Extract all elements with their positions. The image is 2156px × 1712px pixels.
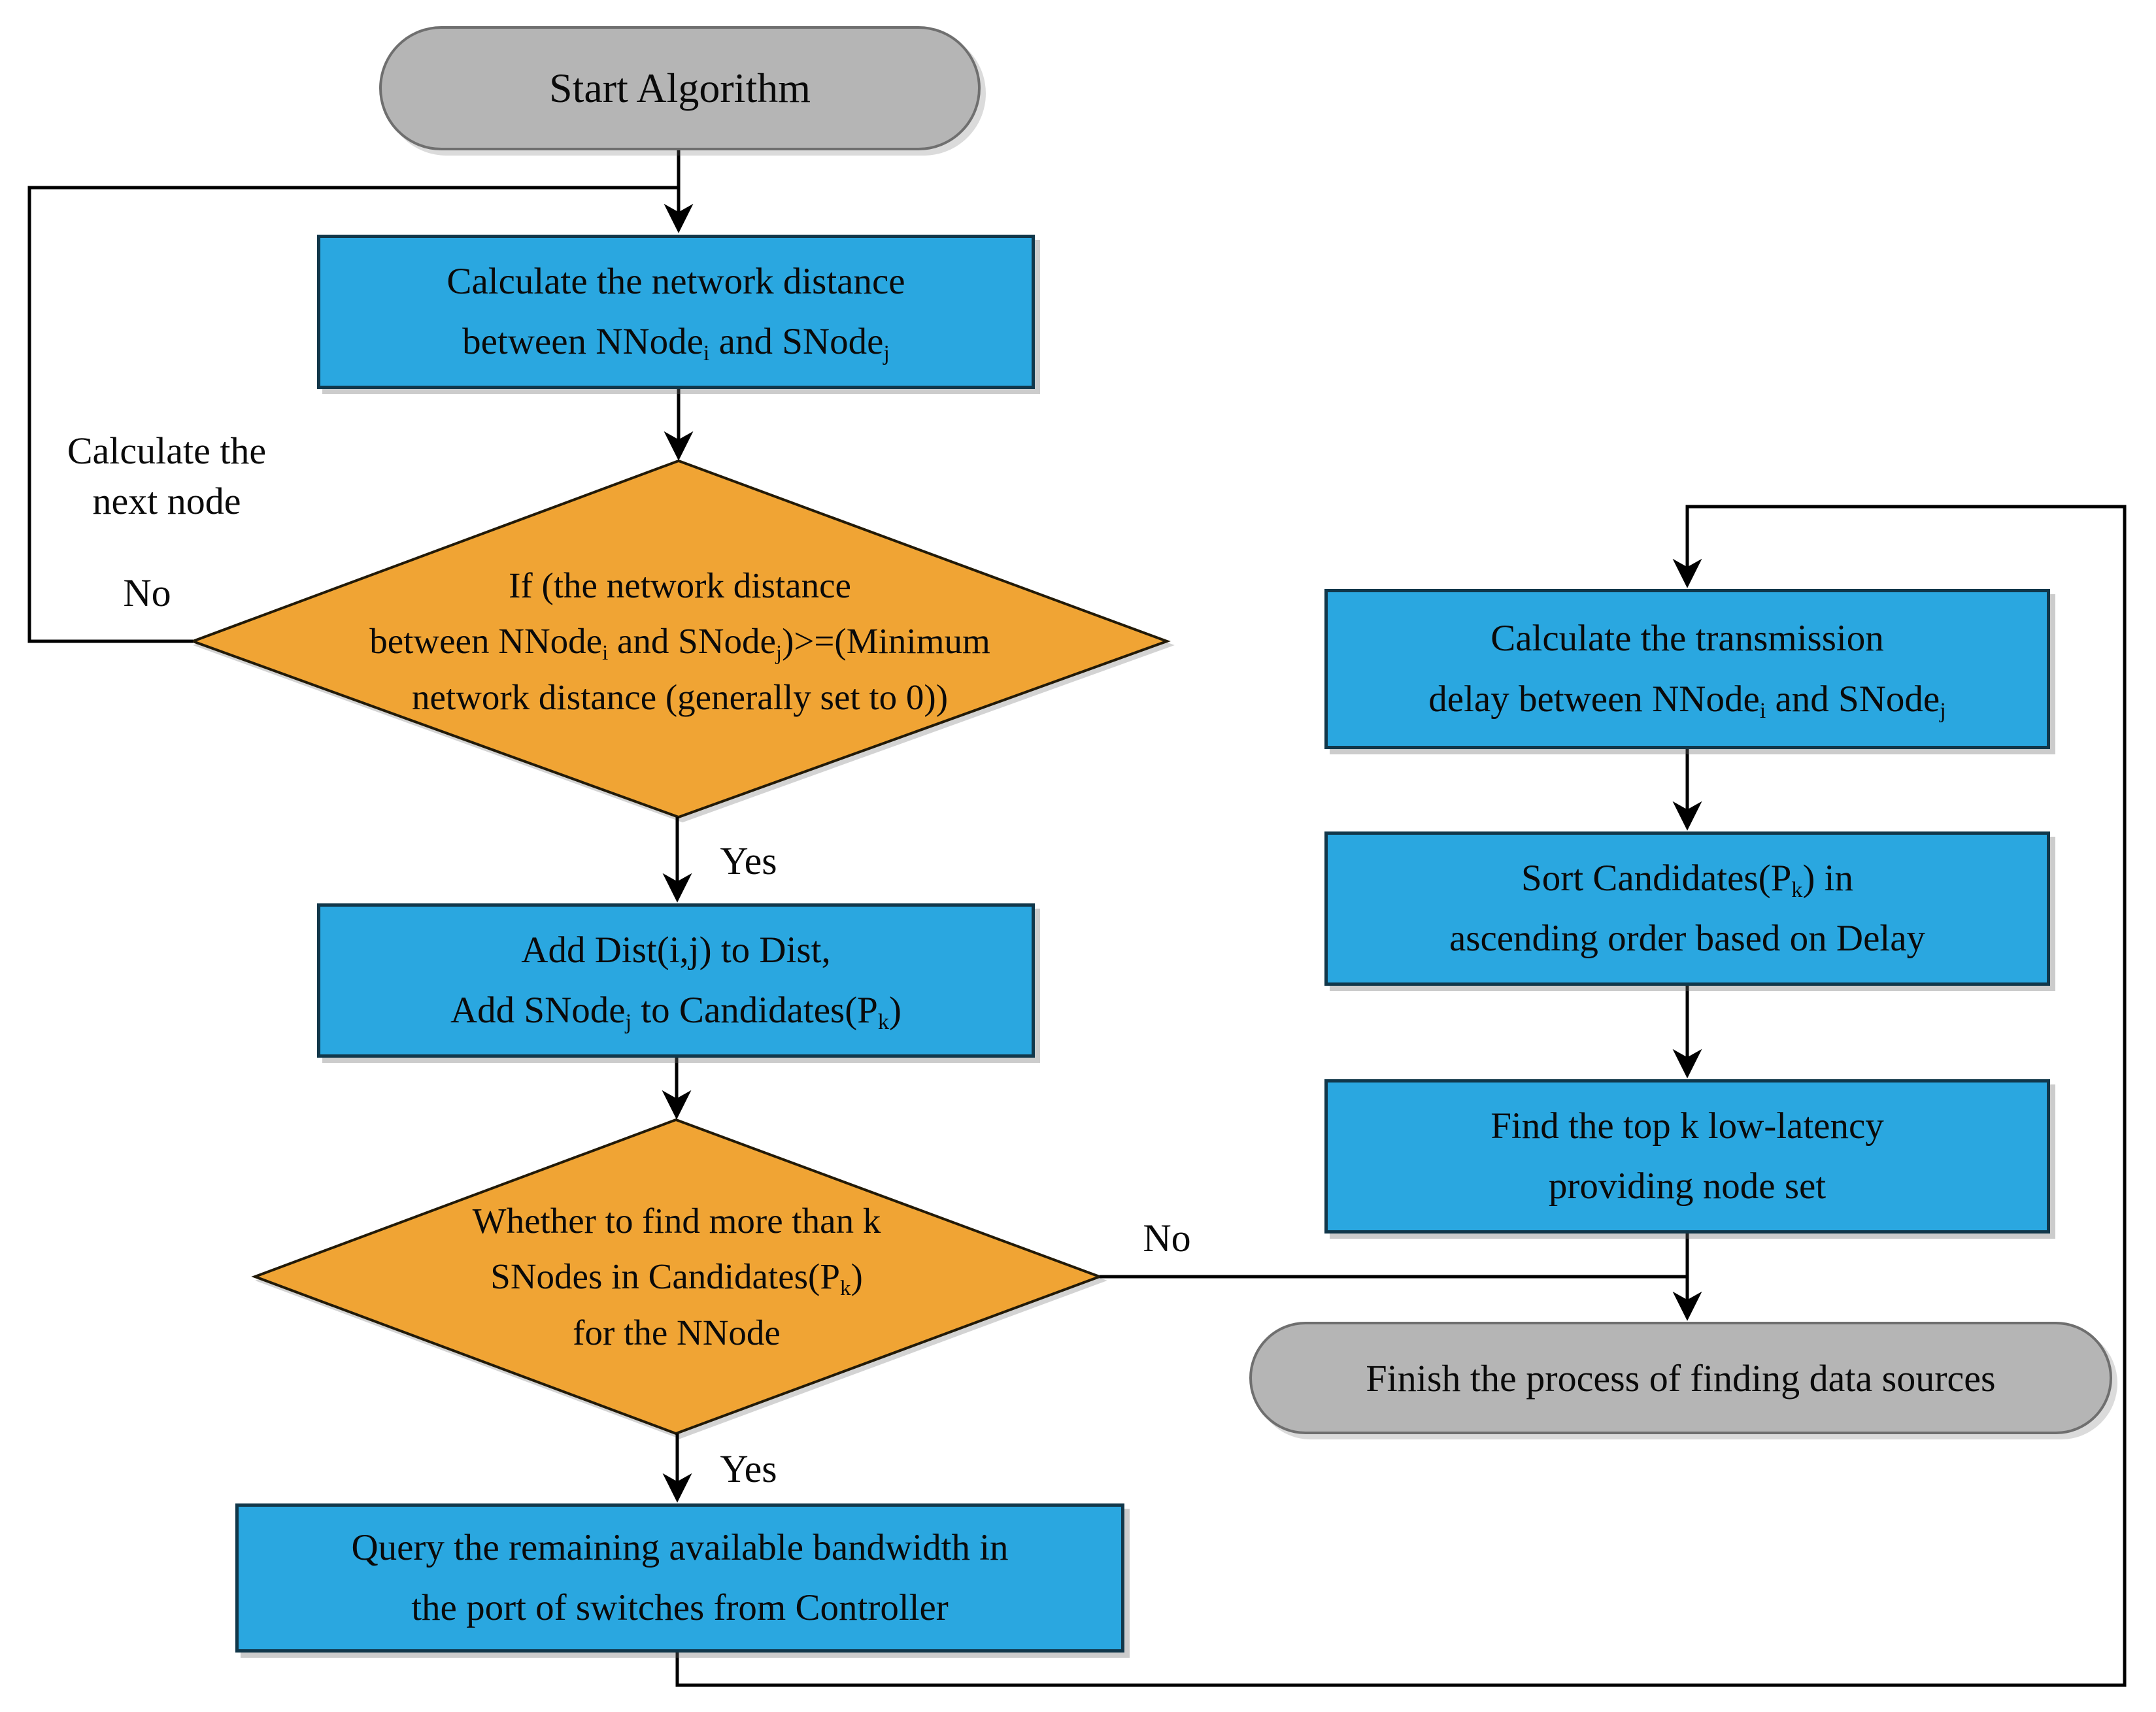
- process-query-bandwidth: Query the remaining available bandwidth …: [235, 1503, 1124, 1653]
- edge-query-feedback-to-calc-delay: [675, 505, 2127, 1687]
- decision-network-distance-label: If (the network distance between NNodei …: [288, 516, 1072, 766]
- edge-no-loopback: [27, 186, 677, 643]
- finish-label: Finish the process of finding data sourc…: [1366, 1356, 1996, 1400]
- process-sort-candidates: Sort Candidates(Pk) in ascending order b…: [1324, 831, 2050, 986]
- text-line: between NNodei and SNodej)>=(Minimum: [369, 621, 990, 665]
- label-no-k: No: [1143, 1217, 1191, 1260]
- text-line: network distance (generally set to 0)): [411, 677, 949, 717]
- terminator-start: Start Algorithm: [379, 26, 981, 150]
- text-line: Whether to find more than k: [472, 1201, 881, 1241]
- text-line: Sort Candidates(Pk) in: [1521, 857, 1853, 902]
- decision-more-than-k-label: Whether to find more than k SNodes in Ca…: [360, 1157, 994, 1396]
- text-line: Query the remaining available bandwidth …: [351, 1526, 1009, 1568]
- label-calculate-next-node: Calculate the next node: [67, 429, 267, 522]
- process-calc-delay: Calculate the transmission delay between…: [1324, 589, 2050, 749]
- text-line: for the NNode: [573, 1312, 781, 1352]
- process-add-candidates: Add Dist(i,j) to Dist, Add SNodej to Can…: [317, 903, 1035, 1058]
- text-line: Calculate the transmission: [1491, 618, 1884, 660]
- text-line: ascending order based on Delay: [1449, 918, 1926, 959]
- text-line: Add SNodej to Candidates(Pk): [450, 990, 901, 1035]
- label-yes-k: Yes: [720, 1447, 777, 1490]
- label-no-distance: No: [123, 571, 171, 614]
- text-line: between NNodei and SNodej: [462, 321, 890, 366]
- text-line: If (the network distance: [509, 565, 851, 606]
- text-line: delay between NNodei and SNodej: [1428, 678, 1946, 723]
- text-line: Add Dist(i,j) to Dist,: [521, 929, 831, 971]
- text-line: providing node set: [1548, 1166, 1827, 1207]
- label-yes-distance: Yes: [720, 839, 777, 882]
- text-line: Find the top k low-latency: [1491, 1105, 1884, 1147]
- process-find-top-k: Find the top k low-latency providing nod…: [1324, 1079, 2050, 1234]
- process-calc-distance: Calculate the network distance between N…: [317, 235, 1035, 389]
- text-line: Calculate the network distance: [446, 260, 905, 302]
- terminator-finish: Finish the process of finding data sourc…: [1249, 1322, 2112, 1434]
- text-line: the port of switches from Controller: [411, 1587, 949, 1628]
- text-line: SNodes in Candidates(Pk): [490, 1256, 863, 1301]
- start-label: Start Algorithm: [549, 65, 811, 111]
